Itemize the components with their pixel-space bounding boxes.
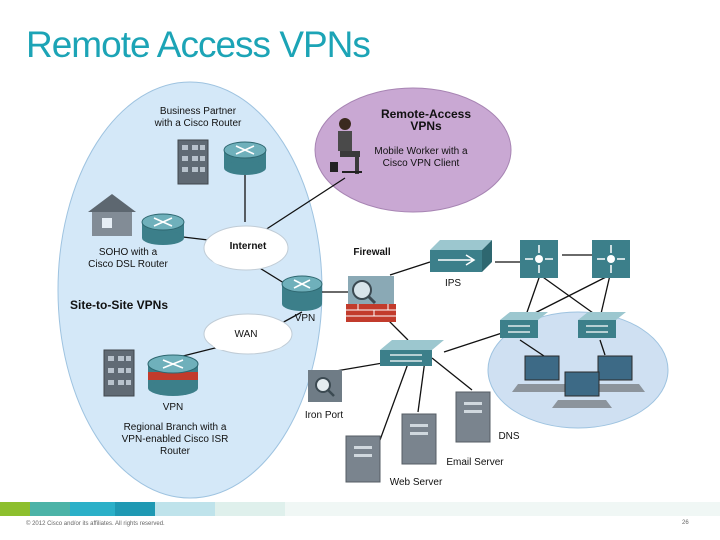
web-server-label: Web Server: [389, 477, 443, 488]
switch-icon: [592, 240, 630, 278]
switch-icon: [380, 340, 444, 366]
switch-icon: [500, 312, 548, 338]
switch-icon: [520, 240, 558, 278]
laptop-icon: [585, 355, 645, 392]
house-icon: [88, 194, 136, 236]
site-to-site-vpns-label: Site-to-Site VPNs: [70, 298, 169, 312]
router-icon: [147, 354, 199, 396]
copyright-footer: © 2012 Cisco and/or its affiliates. All …: [26, 521, 165, 527]
firewall-icon: [346, 276, 396, 322]
mobile-worker-icon: [330, 118, 362, 174]
server-icon: [455, 391, 491, 443]
switch-icon: [578, 312, 626, 338]
remote-access-vpns-label: Remote-Access VPNs: [380, 107, 472, 133]
vpn-branch-label: VPN: [162, 402, 184, 413]
office-building-icon: [103, 349, 135, 397]
internet-label: Internet: [229, 241, 267, 252]
remote-access-zone: [314, 87, 512, 213]
vpn-router-label: VPN: [294, 313, 316, 324]
slide-title: Remote Access VPNs: [26, 24, 371, 65]
router-icon: [223, 141, 267, 175]
page-number: 26: [682, 520, 689, 526]
cloud-icon: [203, 313, 293, 355]
ironport-label: Iron Port: [304, 410, 344, 421]
firewall-label: Firewall: [353, 247, 391, 258]
dns-label: DNS: [498, 431, 520, 442]
router-icon: [281, 275, 323, 311]
cloud-icon: [203, 225, 289, 271]
laptop-icon: [512, 355, 572, 392]
lan-zone: [487, 311, 669, 429]
ips-label: IPS: [444, 278, 462, 289]
email-server-label: Email Server: [446, 457, 504, 468]
router-icon: [141, 213, 185, 245]
laptop-icon: [552, 371, 612, 408]
ips-appliance-icon: [430, 240, 492, 272]
server-icon: [401, 413, 437, 465]
footer-band: [0, 502, 720, 516]
ironport-appliance-icon: [308, 370, 342, 402]
office-building-icon: [177, 139, 209, 185]
server-icon: [345, 435, 381, 483]
wan-label: WAN: [234, 329, 258, 340]
